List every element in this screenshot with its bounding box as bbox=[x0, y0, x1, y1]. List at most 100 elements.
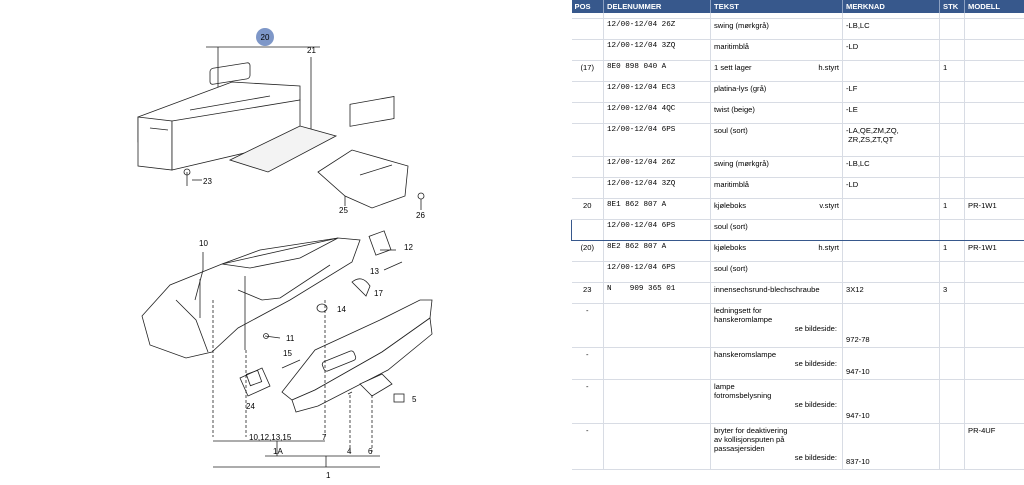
cell-note-value: -LE bbox=[846, 105, 858, 114]
cell-model bbox=[964, 303, 1024, 348]
cell-part-number: 12/00-12/04 4QC bbox=[603, 102, 711, 124]
table-row[interactable]: - hanskeromslampe se bildeside: 947-10 bbox=[571, 347, 1024, 380]
cell-note: -LA,QE,ZM,ZQ, ZR,ZS,ZT,QT bbox=[842, 123, 940, 157]
label-14[interactable]: 14 bbox=[337, 305, 346, 314]
cell-note-value: 3X12 bbox=[846, 285, 864, 294]
cell-part-number-value: 12/00-12/04 6PS bbox=[607, 222, 676, 230]
cell-text-value: hanskeromslampe bbox=[714, 350, 777, 359]
label-17[interactable]: 17 bbox=[374, 289, 383, 298]
cell-part-number-value: 12/00-12/04 6PS bbox=[607, 264, 676, 272]
label-1a[interactable]: 1A bbox=[273, 447, 283, 456]
cell-pos: (20) bbox=[571, 240, 604, 262]
cell-text: swing (mørkgrå) bbox=[710, 156, 843, 178]
cell-note-value: -LF bbox=[846, 84, 858, 93]
cell-note-value: -LB,LC bbox=[846, 159, 870, 168]
cell-pos-value: (20) bbox=[580, 243, 594, 252]
col-header-model[interactable]: MODELL bbox=[964, 0, 1024, 13]
cell-qty bbox=[939, 18, 965, 40]
cell-pos bbox=[571, 156, 604, 178]
cell-part-number-value: 12/00-12/04 6PS bbox=[607, 126, 676, 134]
cell-qty-value: 1 bbox=[943, 243, 948, 252]
cell-pos: - bbox=[571, 303, 604, 348]
cell-pos: (17) bbox=[571, 60, 604, 82]
cell-pos-value: - bbox=[585, 350, 589, 359]
cell-part-number bbox=[603, 13, 711, 19]
label-21[interactable]: 21 bbox=[307, 46, 316, 55]
cell-model bbox=[964, 18, 1024, 40]
cell-part-number bbox=[603, 423, 711, 470]
label-24[interactable]: 24 bbox=[246, 402, 255, 411]
label-25[interactable]: 25 bbox=[339, 206, 348, 215]
callout-badge[interactable] bbox=[256, 28, 274, 46]
label-23[interactable]: 23 bbox=[203, 177, 212, 186]
table-row[interactable] bbox=[571, 13, 1024, 19]
label-15[interactable]: 15 bbox=[283, 349, 292, 358]
cell-model bbox=[964, 379, 1024, 424]
cell-part-number-value: 12/00-12/04 4QC bbox=[607, 105, 676, 113]
cell-model bbox=[964, 261, 1024, 283]
col-header-qty[interactable]: STK bbox=[939, 0, 965, 13]
cell-qty bbox=[939, 347, 965, 380]
cell-note: 947-10 bbox=[842, 347, 940, 380]
col-header-pos[interactable]: POS bbox=[571, 0, 604, 13]
table-header-row: POS DELENUMMER TEKST MERKNAD STK MODELL bbox=[571, 0, 1024, 13]
cell-note-value: 947-10 bbox=[846, 411, 870, 420]
cell-model bbox=[964, 282, 1024, 304]
label-1[interactable]: 1 bbox=[326, 471, 331, 480]
label-12[interactable]: 12 bbox=[404, 243, 413, 252]
label-13[interactable]: 13 bbox=[370, 267, 379, 276]
cell-qty-value: 1 bbox=[943, 201, 948, 210]
label-11[interactable]: 11 bbox=[286, 334, 295, 343]
label-10-12-13-15[interactable]: 10,12,13,15 bbox=[249, 433, 292, 442]
label-26[interactable]: 26 bbox=[416, 211, 425, 220]
cell-note-value: -LA,QE,ZM,ZQ, ZR,ZS,ZT,QT bbox=[846, 126, 899, 144]
cell-text-value: lampe fotromsbelysning bbox=[714, 382, 772, 400]
label-7[interactable]: 7 bbox=[322, 433, 327, 442]
cell-part-number-value: 8E0 898 040 A bbox=[607, 63, 667, 71]
cell-text: platina-lys (grå) bbox=[710, 81, 843, 103]
label-6[interactable]: 6 bbox=[368, 447, 373, 456]
cell-pos: 23 bbox=[571, 282, 604, 304]
see-image-page-ref: se bildeside: bbox=[794, 359, 837, 368]
cell-pos bbox=[571, 261, 604, 283]
cell-part-number: 8E1 862 807 A bbox=[603, 198, 711, 220]
cell-note bbox=[842, 60, 940, 82]
cell-text: bryter for deaktivering av kollisjonsput… bbox=[710, 423, 843, 470]
cell-pos: - bbox=[571, 379, 604, 424]
col-header-text[interactable]: TEKST bbox=[710, 0, 843, 13]
label-5[interactable]: 5 bbox=[412, 395, 417, 404]
col-header-note[interactable]: MERKNAD bbox=[842, 0, 940, 13]
cell-qty bbox=[939, 102, 965, 124]
table-row[interactable]: -bryter for deaktivering av kollisjonspu… bbox=[571, 423, 1024, 470]
cell-pos-value: 23 bbox=[583, 285, 592, 294]
cell-note: 947-10 bbox=[842, 379, 940, 424]
cell-model bbox=[964, 39, 1024, 61]
col-header-part-number[interactable]: DELENUMMER bbox=[603, 0, 711, 13]
cell-text-value: soul (sort) bbox=[714, 264, 748, 273]
table-row[interactable]: 12/00-12/04 6PS soul (sort) bbox=[571, 261, 1024, 283]
label-4[interactable]: 4 bbox=[347, 447, 352, 456]
cell-model bbox=[964, 177, 1024, 199]
cell-qty: 1 bbox=[939, 60, 965, 82]
cell-qty bbox=[939, 423, 965, 470]
cell-part-number: 8E2 862 807 A bbox=[603, 240, 711, 262]
label-10[interactable]: 10 bbox=[199, 239, 208, 248]
